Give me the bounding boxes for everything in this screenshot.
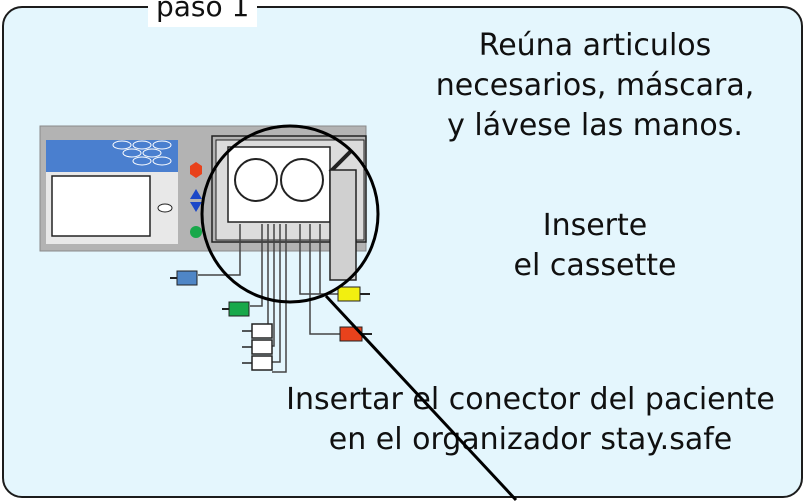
insert-line-2: el cassette <box>513 248 677 283</box>
gather-line-2: necesarios, máscara, <box>435 68 755 103</box>
gather-line-1: Reúna articulos <box>478 28 712 63</box>
insert-line-1: Inserte <box>542 208 648 243</box>
connector-line-2: en el organizador stay.safe <box>328 422 733 457</box>
insert-cassette-instructions: Inserte el cassette <box>480 206 710 286</box>
step-label: paso 1 <box>148 0 258 27</box>
tubing-lines <box>198 224 340 373</box>
connector-instructions: Insertar el conector del paciente en el … <box>258 380 803 460</box>
gather-instructions: Reúna articulos necesarios, máscara, y l… <box>400 26 790 146</box>
gather-line-3: y lávese las manos. <box>447 108 743 143</box>
connector-line-1: Insertar el conector del paciente <box>286 382 775 417</box>
magnifier-circle-icon <box>200 124 518 502</box>
cassette-icon <box>227 146 357 281</box>
organizer-icon <box>242 323 273 371</box>
